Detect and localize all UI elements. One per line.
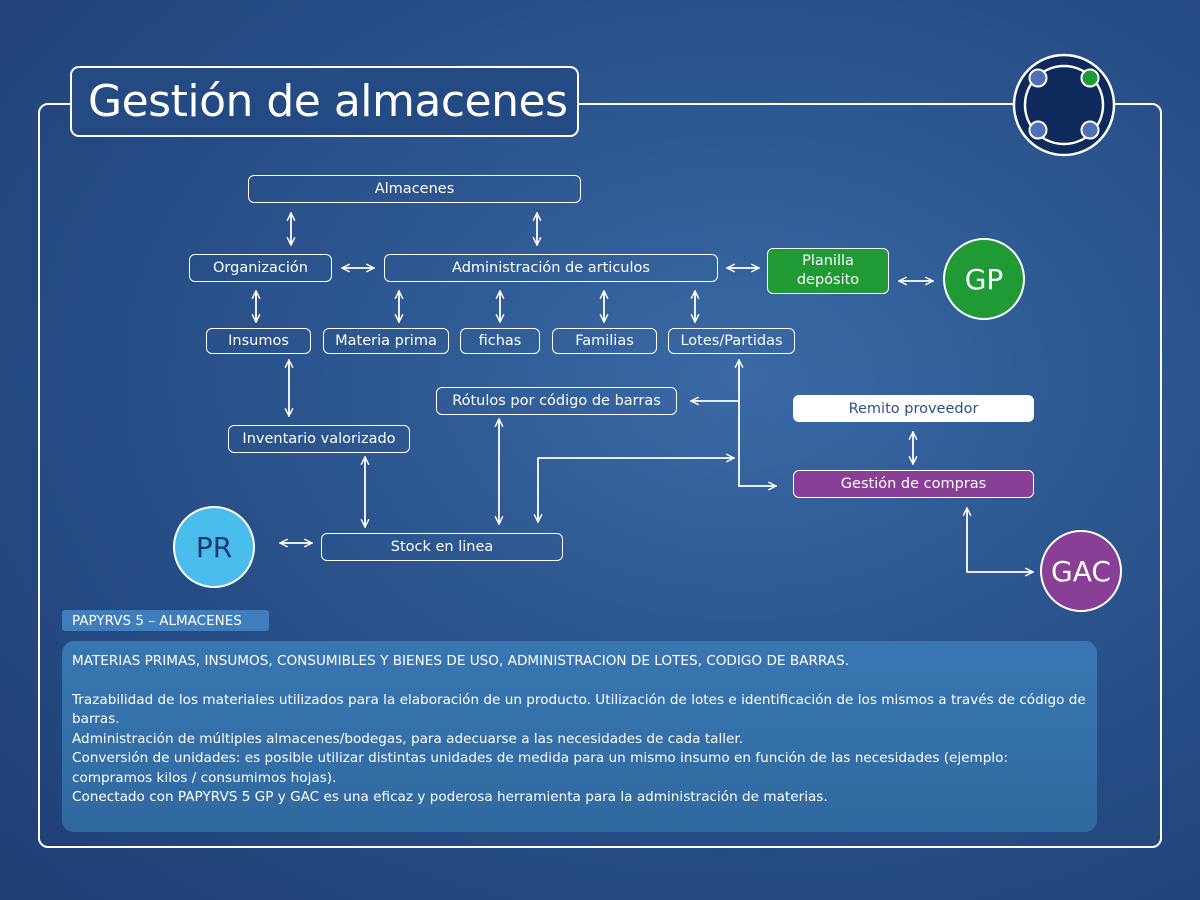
description-paragraph: Conversión de unidades: es posible utili…: [72, 750, 1009, 786]
logo-dot-top-right: [1080, 68, 1100, 88]
description-heading: MATERIAS PRIMAS, INSUMOS, CONSUMIBLES Y …: [72, 653, 850, 669]
planilla-label-line2: depósito: [796, 272, 860, 288]
node-familias: Familias: [552, 328, 657, 354]
section-tag: PAPYRVS 5 – ALMACENES: [62, 610, 269, 631]
node-organizacion: Organización: [189, 254, 332, 282]
description-paragraph: Conectado con PAPYRVS 5 GP y GAC es una …: [72, 789, 828, 805]
module-pr: PR: [173, 506, 255, 588]
node-inventario-valorizado: Inventario valorizado: [228, 425, 410, 453]
logo-dot-bottom-right: [1080, 120, 1100, 140]
module-gac: GAC: [1040, 530, 1122, 612]
planilla-label-line1: Planilla: [802, 253, 854, 269]
description-paragraph: Trazabilidad de los materiales utilizado…: [72, 691, 1086, 728]
network-circle-logo-icon: [1012, 53, 1116, 157]
node-almacenes: Almacenes: [248, 175, 581, 203]
node-planilla-deposito: Planilla depósito: [767, 248, 889, 294]
node-gestion-compras: Gestión de compras: [793, 470, 1034, 498]
node-rotulos-codigo-barras: Rótulos por código de barras: [436, 387, 677, 415]
node-administracion-articulos: Administración de articulos: [384, 254, 718, 282]
description-paragraph: Administración de múltiples almacenes/bo…: [72, 730, 744, 747]
node-fichas: fichas: [460, 328, 540, 354]
node-stock-en-linea: Stock en linea: [321, 533, 563, 561]
logo-dot-bottom-left: [1028, 120, 1048, 140]
content-frame: [38, 103, 1162, 848]
logo-dot-top-left: [1028, 68, 1048, 88]
arrow-stock-to-lotes: [533, 453, 735, 523]
arrow-gac-compras: [962, 507, 1034, 577]
description-box: MATERIAS PRIMAS, INSUMOS, CONSUMIBLES Y …: [62, 641, 1097, 832]
page-title: Gestión de almacenes: [70, 66, 579, 137]
node-insumos: Insumos: [206, 328, 311, 354]
node-lotes-partidas: Lotes/Partidas: [668, 328, 795, 354]
module-gp: GP: [943, 238, 1025, 320]
node-remito-proveedor: Remito proveedor: [793, 395, 1034, 422]
node-materia-prima: Materia prima: [323, 328, 449, 354]
